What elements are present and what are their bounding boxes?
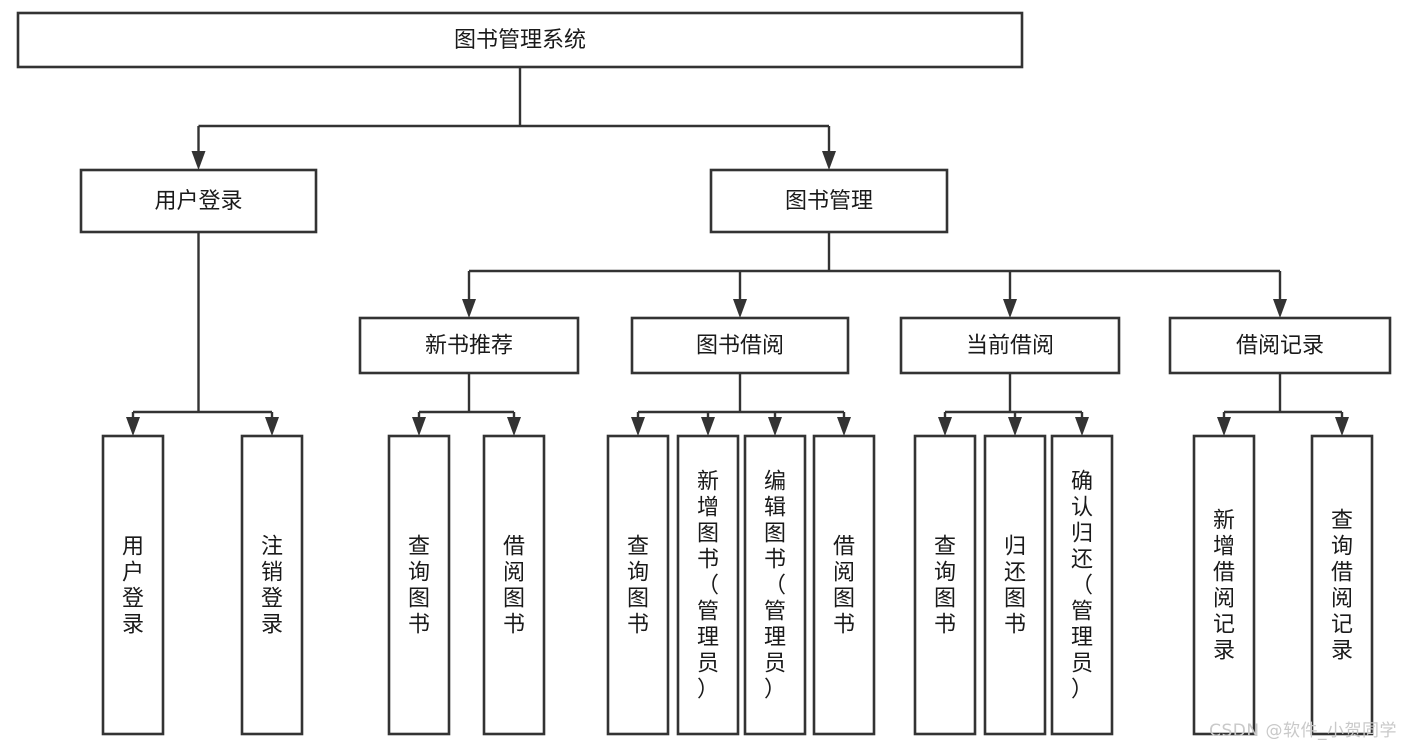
node-label: 注销登录 xyxy=(261,534,283,637)
node-label: 图书管理 xyxy=(785,189,873,214)
node-label: 借阅图书 xyxy=(833,534,855,637)
arrowhead-icon xyxy=(768,417,782,436)
arrowhead-icon xyxy=(631,417,645,436)
node-leaf-logout[interactable]: 注销登录 xyxy=(240,434,304,736)
node-label: 归还图书 xyxy=(1004,534,1026,637)
node-box xyxy=(1050,434,1114,736)
arrowhead-icon xyxy=(1075,417,1089,436)
connector-edges xyxy=(126,67,1349,436)
node-box xyxy=(676,434,740,736)
node-leaf-confirm-return[interactable]: 确认归还（管理员） xyxy=(1050,434,1114,736)
node-current-borrow[interactable]: 当前借阅 xyxy=(899,316,1121,375)
node-leaf-query-book-cur[interactable]: 查询图书 xyxy=(913,434,977,736)
node-box xyxy=(709,168,949,234)
node-box xyxy=(387,434,451,736)
node-box xyxy=(358,316,580,375)
node-label: 借阅图书 xyxy=(503,534,525,637)
node-leaf-query-record[interactable]: 查询借阅记录 xyxy=(1310,434,1374,736)
node-label: 查询图书 xyxy=(934,534,956,637)
arrowhead-icon xyxy=(412,417,426,436)
node-label: 新书推荐 xyxy=(425,334,513,359)
arrowhead-icon xyxy=(191,151,206,170)
arrowhead-icon xyxy=(126,417,140,436)
node-borrow-record[interactable]: 借阅记录 xyxy=(1168,316,1392,375)
node-label: 查询借阅记录 xyxy=(1331,508,1353,663)
node-label: 新增借阅记录 xyxy=(1213,508,1235,663)
node-leaf-borrow-book-rec[interactable]: 借阅图书 xyxy=(482,434,546,736)
node-leaf-edit-book[interactable]: 编辑图书（管理员） xyxy=(743,434,807,736)
arrowhead-icon xyxy=(507,417,521,436)
arrowhead-icon xyxy=(1217,417,1231,436)
node-box xyxy=(240,434,304,736)
node-book-borrow[interactable]: 图书借阅 xyxy=(630,316,850,375)
arrowhead-icon xyxy=(837,417,851,436)
node-box xyxy=(482,434,546,736)
node-root[interactable]: 图书管理系统 xyxy=(16,11,1024,69)
node-box xyxy=(79,168,318,234)
node-box xyxy=(16,11,1024,69)
arrowhead-icon xyxy=(938,417,952,436)
node-label: 确认归还（管理员） xyxy=(1071,469,1093,702)
node-leaf-user-login[interactable]: 用户登录 xyxy=(101,434,165,736)
arrowhead-icon xyxy=(1008,417,1022,436)
node-leaf-borrow-book-bor[interactable]: 借阅图书 xyxy=(812,434,876,736)
arrowhead-icon xyxy=(462,299,476,318)
node-label: 用户登录 xyxy=(122,534,144,637)
arrowhead-icon xyxy=(701,417,715,436)
node-new-book-recommend[interactable]: 新书推荐 xyxy=(358,316,580,375)
arrowhead-icon xyxy=(822,151,836,170)
node-box xyxy=(743,434,807,736)
node-boxes: 图书管理系统用户登录图书管理新书推荐图书借阅当前借阅借阅记录用户登录注销登录查询… xyxy=(16,11,1392,736)
node-label: 新增图书（管理员） xyxy=(697,469,719,702)
arrowhead-icon xyxy=(733,299,747,318)
arrowhead-icon xyxy=(265,417,279,436)
node-box xyxy=(812,434,876,736)
node-box xyxy=(630,316,850,375)
node-box xyxy=(1168,316,1392,375)
node-label: 借阅记录 xyxy=(1236,334,1324,359)
node-box xyxy=(1192,434,1256,736)
arrowhead-icon xyxy=(1335,417,1349,436)
arrowhead-icon xyxy=(1003,299,1017,318)
node-user-login[interactable]: 用户登录 xyxy=(79,168,318,234)
node-box xyxy=(606,434,670,736)
node-label: 编辑图书（管理员） xyxy=(764,469,786,702)
node-label: 图书管理系统 xyxy=(454,28,586,53)
node-label: 图书借阅 xyxy=(696,334,784,359)
node-box xyxy=(899,316,1121,375)
node-box xyxy=(1310,434,1374,736)
node-book-manage[interactable]: 图书管理 xyxy=(709,168,949,234)
watermark-text: CSDN @软件_小贺同学 xyxy=(1209,721,1397,741)
node-label: 查询图书 xyxy=(408,534,430,637)
node-leaf-query-book-bor[interactable]: 查询图书 xyxy=(606,434,670,736)
node-label: 查询图书 xyxy=(627,534,649,637)
arrowhead-icon xyxy=(1273,299,1287,318)
node-box xyxy=(101,434,165,736)
node-label: 用户登录 xyxy=(154,189,242,214)
node-leaf-query-book-rec[interactable]: 查询图书 xyxy=(387,434,451,736)
node-leaf-add-record[interactable]: 新增借阅记录 xyxy=(1192,434,1256,736)
node-leaf-add-book[interactable]: 新增图书（管理员） xyxy=(676,434,740,736)
node-box xyxy=(913,434,977,736)
node-leaf-return-book[interactable]: 归还图书 xyxy=(983,434,1047,736)
node-label: 当前借阅 xyxy=(966,334,1054,359)
node-box xyxy=(983,434,1047,736)
